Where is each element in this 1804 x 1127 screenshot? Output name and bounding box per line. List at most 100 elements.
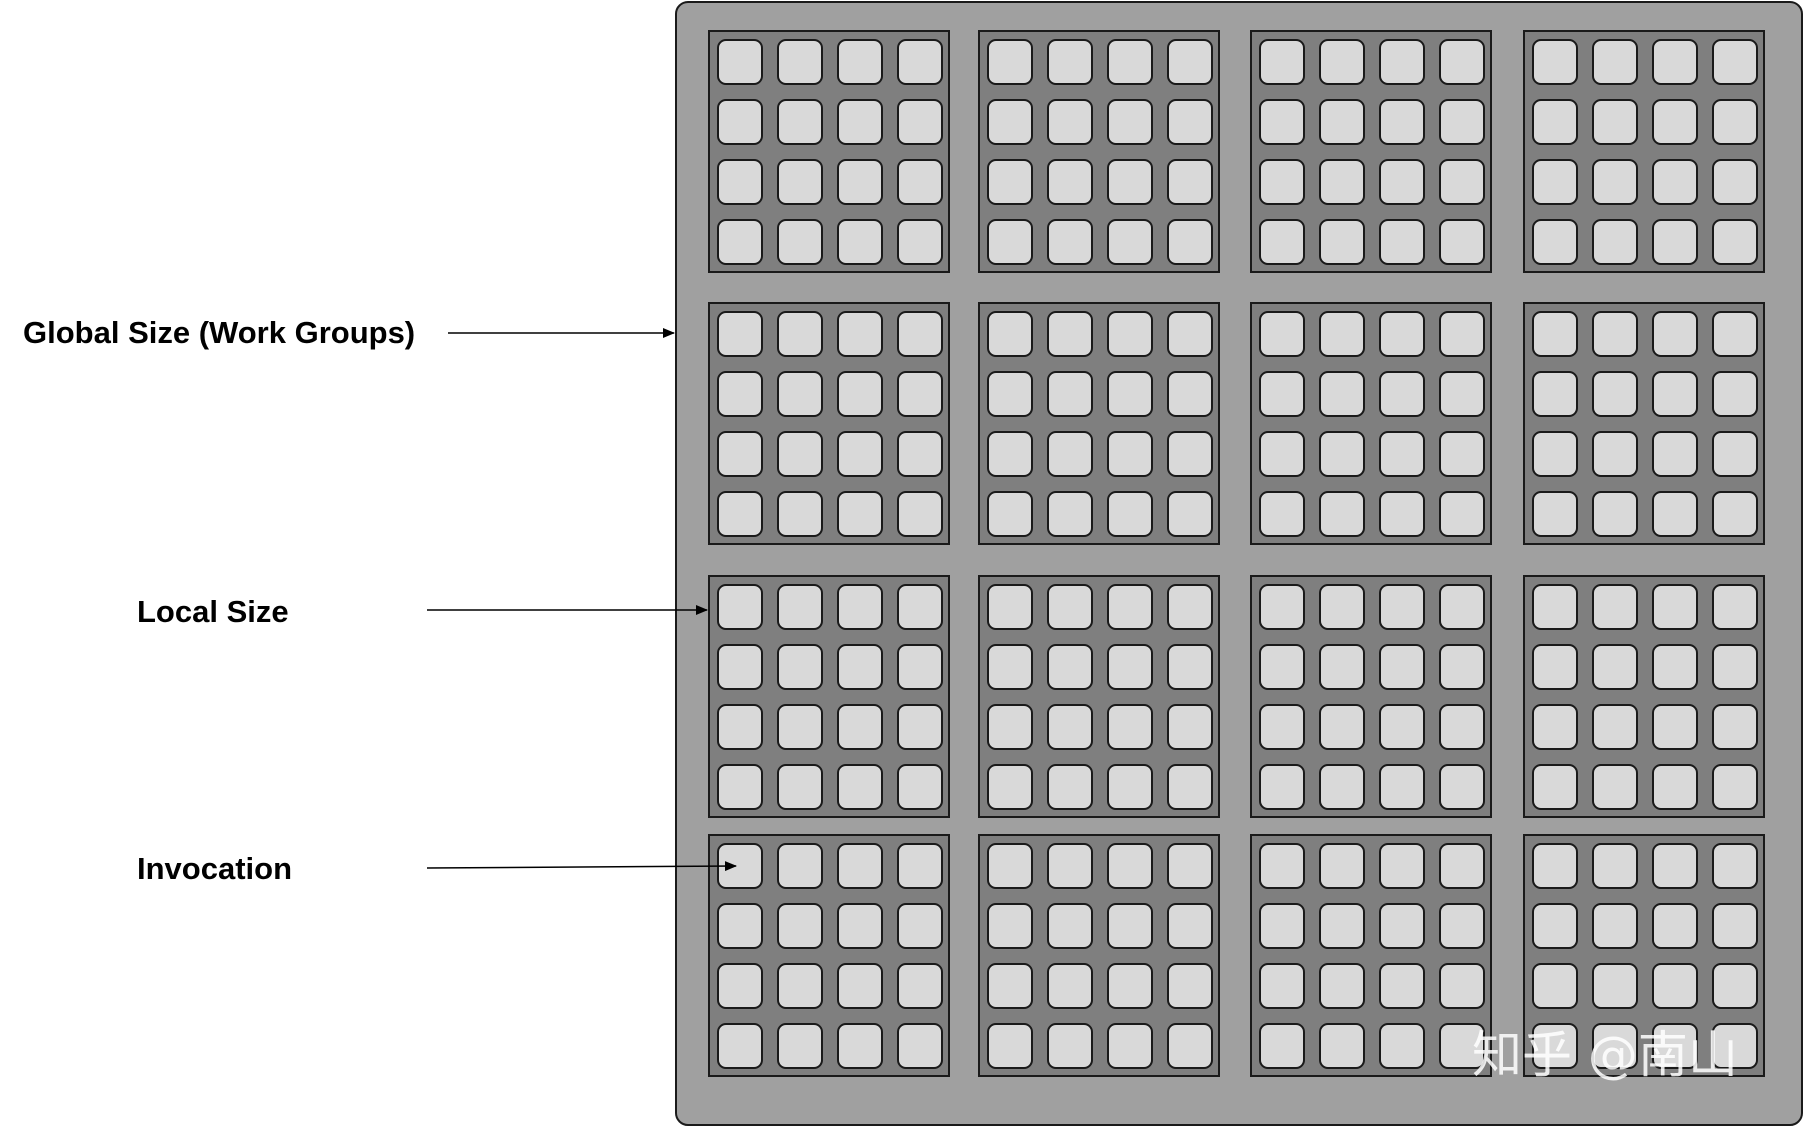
invocation-cell xyxy=(837,704,883,750)
invocation-cell xyxy=(777,39,823,85)
invocation-arrow xyxy=(426,861,737,872)
invocation-cell xyxy=(1439,903,1485,949)
invocation-cell xyxy=(1532,311,1578,357)
invocation-cell xyxy=(1167,843,1213,889)
invocation-cell xyxy=(987,963,1033,1009)
invocation-cell xyxy=(777,431,823,477)
invocation-cell xyxy=(717,39,763,85)
invocation-cell xyxy=(1259,963,1305,1009)
invocation-cell xyxy=(1319,311,1365,357)
invocation-cell xyxy=(1167,39,1213,85)
invocation-cell xyxy=(1107,371,1153,417)
invocation-cell xyxy=(777,311,823,357)
invocation-cell xyxy=(717,491,763,537)
invocation-cell xyxy=(1439,219,1485,265)
invocation-cell xyxy=(1167,704,1213,750)
invocation-cell xyxy=(777,843,823,889)
invocation-cell xyxy=(777,159,823,205)
invocation-cell xyxy=(837,311,883,357)
invocation-cell xyxy=(897,764,943,810)
invocation-cell xyxy=(897,491,943,537)
invocation-cell xyxy=(1379,764,1425,810)
invocation-cell xyxy=(1379,963,1425,1009)
global-size-label: Global Size (Work Groups) xyxy=(23,315,415,350)
invocation-cell xyxy=(1107,644,1153,690)
invocation-cell xyxy=(1712,431,1758,477)
invocation-cell xyxy=(1712,644,1758,690)
invocation-cell xyxy=(1592,491,1638,537)
invocation-cell xyxy=(1319,963,1365,1009)
invocation-cell xyxy=(717,584,763,630)
invocation-cell xyxy=(1047,311,1093,357)
invocation-cell xyxy=(1259,431,1305,477)
invocation-cell xyxy=(837,431,883,477)
invocation-cell xyxy=(1259,1023,1305,1069)
local-size-label: Local Size xyxy=(137,594,289,629)
invocation-cell xyxy=(1712,704,1758,750)
invocation-cell xyxy=(1107,764,1153,810)
invocation-cell xyxy=(1652,219,1698,265)
invocation-cell xyxy=(1532,644,1578,690)
invocation-cell xyxy=(1107,903,1153,949)
invocation-cell xyxy=(1592,963,1638,1009)
invocation-cell xyxy=(1167,1023,1213,1069)
invocation-cell xyxy=(897,219,943,265)
invocation-cell xyxy=(1652,371,1698,417)
invocation-cell xyxy=(1652,431,1698,477)
invocation-cell xyxy=(1652,39,1698,85)
invocation-cell xyxy=(1107,843,1153,889)
invocation-cell xyxy=(717,311,763,357)
invocation-cell xyxy=(1652,963,1698,1009)
invocation-cell xyxy=(1167,644,1213,690)
invocation-cell xyxy=(717,371,763,417)
invocation-cell xyxy=(1319,219,1365,265)
invocation-cell xyxy=(987,903,1033,949)
invocation-cell xyxy=(897,704,943,750)
invocation-cell xyxy=(1167,431,1213,477)
invocation-cell xyxy=(1379,371,1425,417)
invocation-cell xyxy=(987,584,1033,630)
invocation-cell xyxy=(1259,159,1305,205)
invocation-cell xyxy=(1532,843,1578,889)
invocation-cell xyxy=(1592,1023,1638,1069)
invocation-cell xyxy=(777,704,823,750)
invocation-cell xyxy=(777,1023,823,1069)
invocation-cell xyxy=(1592,584,1638,630)
invocation-cell xyxy=(897,963,943,1009)
invocation-cell xyxy=(1167,219,1213,265)
invocation-cell xyxy=(1107,1023,1153,1069)
invocation-cell xyxy=(1259,99,1305,145)
invocation-cell xyxy=(1047,704,1093,750)
invocation-cell xyxy=(717,903,763,949)
invocation-cell xyxy=(1439,843,1485,889)
invocation-cell xyxy=(1319,491,1365,537)
invocation-cell xyxy=(717,963,763,1009)
invocation-cell xyxy=(777,584,823,630)
invocation-cell xyxy=(1532,431,1578,477)
invocation-cell xyxy=(717,219,763,265)
invocation-cell xyxy=(1107,219,1153,265)
invocation-cell xyxy=(987,371,1033,417)
invocation-cell xyxy=(897,371,943,417)
invocation-cell xyxy=(1107,311,1153,357)
invocation-cell xyxy=(1319,39,1365,85)
invocation-cell xyxy=(837,843,883,889)
invocation-cell xyxy=(1532,99,1578,145)
invocation-cell xyxy=(1652,704,1698,750)
watermark: 知乎 @南山 xyxy=(1472,1026,1738,1084)
invocation-cell xyxy=(717,1023,763,1069)
invocation-cell xyxy=(1592,39,1638,85)
invocation-cell xyxy=(1532,491,1578,537)
invocation-cell xyxy=(1532,704,1578,750)
invocation-cell xyxy=(1532,159,1578,205)
invocation-cell xyxy=(987,644,1033,690)
invocation-cell xyxy=(1047,764,1093,810)
invocation-cell xyxy=(1532,903,1578,949)
invocation-cell xyxy=(1439,431,1485,477)
invocation-cell xyxy=(837,764,883,810)
invocation-cell xyxy=(1319,371,1365,417)
invocation-cell xyxy=(1167,159,1213,205)
invocation-cell xyxy=(837,1023,883,1069)
invocation-cell xyxy=(1107,39,1153,85)
invocation-cell xyxy=(1439,39,1485,85)
